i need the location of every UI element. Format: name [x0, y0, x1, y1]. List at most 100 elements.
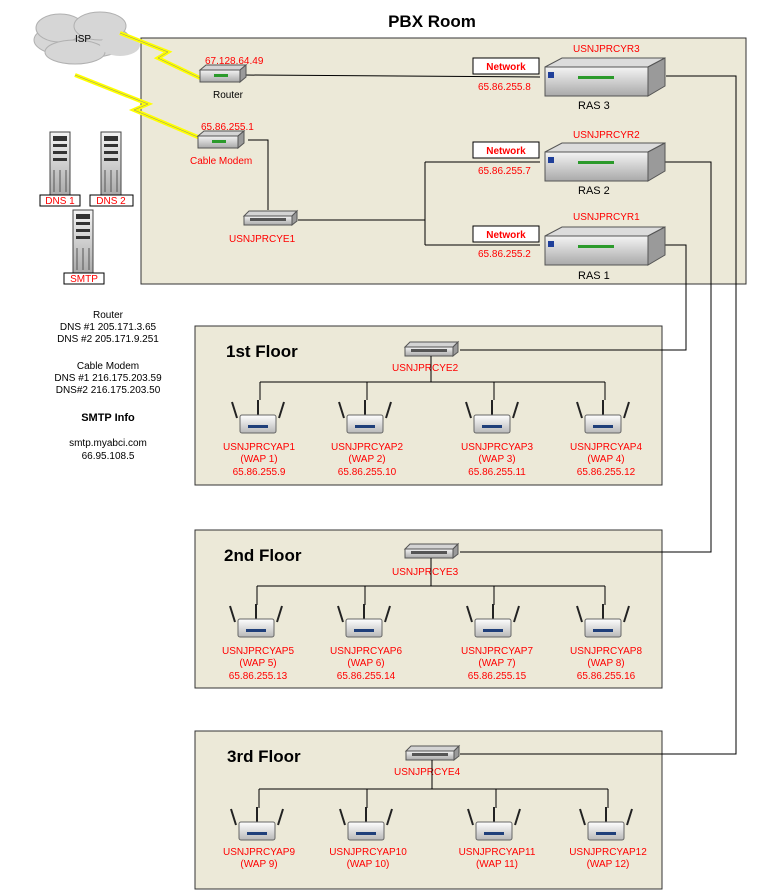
wap-1-name: USNJPRCYAP1 — [223, 442, 295, 453]
floor-1-title: 1st Floor — [226, 342, 298, 361]
dns2-label: DNS 2 — [96, 196, 126, 207]
ras-1-top — [544, 226, 666, 237]
switch-e2-icon — [404, 341, 459, 357]
floor-2-title: 2nd Floor — [224, 546, 302, 565]
wap-2-ip: 65.86.255.10 — [338, 467, 397, 478]
wap-3-name: USNJPRCYAP3 — [461, 442, 533, 453]
switch-e3-label: USNJPRCYE3 — [392, 567, 459, 578]
ras-3-led — [548, 72, 554, 78]
wap-11-name: USNJPRCYAP11 — [459, 847, 536, 858]
wap-2-name: USNJPRCYAP2 — [331, 442, 403, 453]
floor-1: 1st Floor USNJPRCYE2 USNJPRCYAP1 (WAP 1)… — [223, 341, 642, 478]
switch-e1-label: USNJPRCYE1 — [229, 234, 296, 245]
ras-1-name: USNJPRCYR1 — [573, 212, 640, 223]
ras-3-top — [544, 57, 666, 68]
wap-9-name: USNJPRCYAP9 — [223, 847, 295, 858]
ras-3-network-label: Network — [486, 62, 526, 73]
switch-e2-label: USNJPRCYE2 — [392, 363, 459, 374]
wap-6-ip: 65.86.255.14 — [337, 671, 396, 682]
ras-3-name: USNJPRCYR3 — [573, 44, 640, 55]
ras-2-lights — [578, 161, 614, 164]
ras-2: USNJPRCYR2 RAS 2 Network 65.86.255.7 — [472, 130, 666, 197]
switch-e1-icon — [243, 210, 298, 226]
info-modem-dns2: DNS#2 216.175.203.50 — [56, 385, 161, 396]
dns1-label: DNS 1 — [45, 196, 75, 207]
wap-9-wap: (WAP 9) — [240, 859, 277, 870]
ras-1-network-label: Network — [486, 230, 526, 241]
wap-8-ip: 65.86.255.16 — [577, 671, 636, 682]
ras-2-network-box — [472, 141, 540, 159]
wap-4-wap: (WAP 4) — [587, 454, 624, 465]
ras-2-name: USNJPRCYR2 — [573, 130, 640, 141]
dns1-label-box — [39, 194, 81, 207]
wap-6-name: USNJPRCYAP6 — [330, 646, 402, 657]
switch-e4-icon — [405, 745, 460, 761]
ras-1-ip: 65.86.255.2 — [478, 249, 531, 260]
ras-3-network-box — [472, 57, 540, 75]
router-ip: 67.128.64.49 — [205, 56, 264, 67]
switch-e4-label: USNJPRCYE4 — [394, 767, 461, 778]
router-label: Router — [213, 90, 244, 101]
ras-2-side — [647, 142, 666, 182]
ras-3-lights — [578, 76, 614, 79]
switch-e3-icon — [404, 543, 459, 559]
cable-modem-ip: 65.86.255.1 — [201, 122, 254, 133]
wap-5-name: USNJPRCYAP5 — [222, 646, 294, 657]
isp-label: ISP — [75, 34, 91, 45]
info-smtp-title: SMTP Info — [81, 412, 135, 424]
cable-modem-label: Cable Modem — [190, 156, 252, 167]
wap-8-name: USNJPRCYAP8 — [570, 646, 642, 657]
info-router-dns2: DNS #2 205.171.9.251 — [57, 334, 159, 345]
ras-1: USNJPRCYR1 RAS 1 Network 65.86.255.2 — [472, 212, 666, 282]
info-modem-dns1: DNS #1 216.175.203.59 — [54, 373, 162, 384]
dns2-label-box — [89, 194, 134, 207]
ras-3-side — [647, 57, 666, 97]
ras-1-body — [544, 235, 649, 266]
ras-2-network-label: Network — [486, 146, 526, 157]
info-smtp-host: smtp.myabci.com — [69, 438, 147, 449]
ras-2-body — [544, 151, 649, 182]
pbx-wiring — [244, 74, 737, 755]
ras-3-label: RAS 3 — [578, 100, 610, 112]
smtp-label: SMTP — [70, 274, 98, 285]
wap-5-ip: 65.86.255.13 — [229, 671, 288, 682]
wap-4-name: USNJPRCYAP4 — [570, 442, 642, 453]
ras-3: USNJPRCYR3 RAS 3 Network 65.86.255.8 — [472, 44, 666, 112]
floor-3: 3rd Floor USNJPRCYE4 USNJPRCYAP9 (WAP 9)… — [223, 745, 647, 870]
ras-2-label: RAS 2 — [578, 185, 610, 197]
ras-2-ip: 65.86.255.7 — [478, 166, 531, 177]
ras-1-led — [548, 241, 554, 247]
smtp-label-box — [63, 272, 105, 285]
floor-3-title: 3rd Floor — [227, 747, 301, 766]
floor-2: 2nd Floor USNJPRCYE3 USNJPRCYAP5 (WAP 5)… — [222, 543, 642, 682]
wap-5-wap: (WAP 5) — [239, 658, 276, 669]
wap-12-wap: (WAP 12) — [587, 859, 630, 870]
cable-modem-icon — [196, 129, 246, 150]
dns1-server-icon — [49, 131, 71, 197]
wap-1-ip: 65.86.255.9 — [233, 467, 286, 478]
wap-3-wap: (WAP 3) — [478, 454, 515, 465]
dns-info-block: Router DNS #1 205.171.3.65 DNS #2 205.17… — [54, 310, 162, 462]
info-router-title: Router — [93, 310, 124, 321]
lightning-router-outline — [119, 32, 201, 79]
isp-cloud — [33, 11, 140, 65]
wap-11-wap: (WAP 11) — [476, 859, 518, 870]
info-smtp-ip: 66.95.108.5 — [82, 451, 135, 462]
ras-1-lights — [578, 245, 614, 248]
ras-1-network-box — [472, 225, 540, 243]
wap-10-name: USNJPRCYAP10 — [329, 847, 407, 858]
pbx-room-title: PBX Room — [388, 12, 476, 31]
wap-7-ip: 65.86.255.15 — [468, 671, 527, 682]
wap-2-wap: (WAP 2) — [348, 454, 385, 465]
ras-2-led — [548, 157, 554, 163]
wap-4-ip: 65.86.255.12 — [577, 467, 636, 478]
info-router-dns1: DNS #1 205.171.3.65 — [60, 322, 157, 333]
ras-3-ip: 65.86.255.8 — [478, 82, 531, 93]
wap-7-name: USNJPRCYAP7 — [461, 646, 533, 657]
ras-1-side — [647, 226, 666, 266]
info-modem-title: Cable Modem — [77, 361, 139, 372]
wap-8-wap: (WAP 8) — [587, 658, 624, 669]
router-icon — [198, 63, 248, 84]
smtp-server-icon — [72, 209, 94, 275]
